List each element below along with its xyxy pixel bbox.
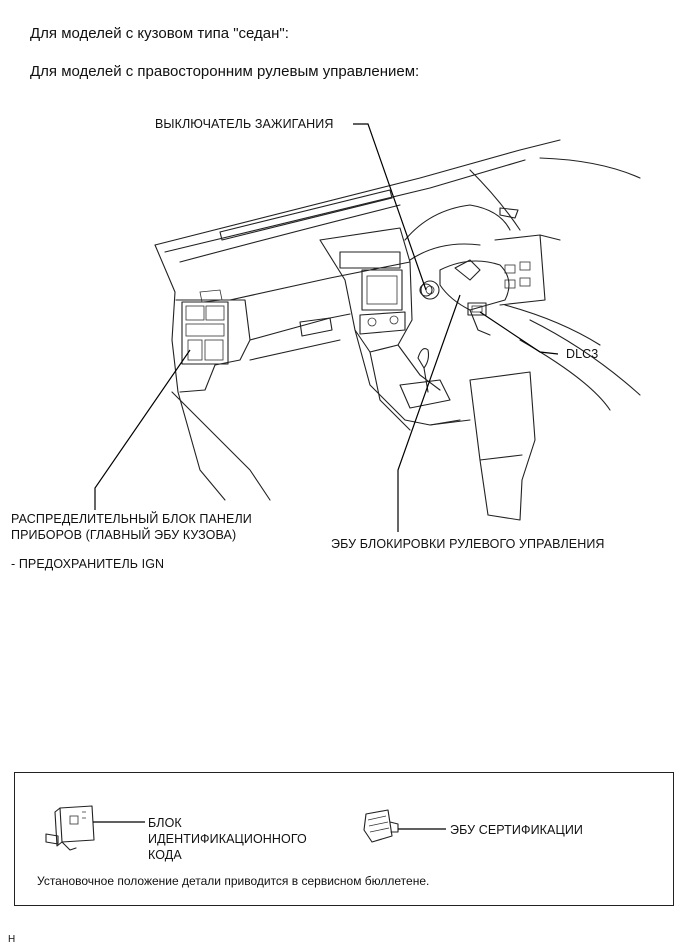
junction-block-leader [94,349,191,510]
id-code-box-icon [45,805,95,851]
junction-block-graphic [181,289,229,365]
id-code-box-label-1: БЛОК [148,816,182,830]
fuse-ign-label: - ПРЕДОХРАНИТЕЛЬ IGN [11,557,165,571]
junction-block-label-2: ПРИБОРОВ (ГЛАВНЫЙ ЭБУ КУЗОВА) [11,528,237,542]
service-bulletin-note: Установочное положение детали приводится… [37,874,430,888]
rhd-models-heading: Для моделей с правосторонним рулевым упр… [30,63,420,80]
steering-lock-ecu-label: ЭБУ БЛОКИРОВКИ РУЛЕВОГО УПРАВЛЕНИЯ [331,537,605,551]
id-code-box-label-2: ИДЕНТИФИКАЦИОННОГО [148,832,307,846]
dlc3-graphic [467,302,487,316]
ignition-switch-label: ВЫКЛЮЧАТЕЛЬ ЗАЖИГАНИЯ [155,117,334,131]
junction-block-label-1: РАСПРЕДЕЛИТЕЛЬНЫЙ БЛОК ПАНЕЛИ [11,512,252,526]
id-code-box-label-3: КОДА [148,848,182,862]
sedan-models-heading: Для моделей с кузовом типа "седан": [30,25,289,42]
steering-lock-leader [397,294,461,532]
legend-box [14,772,674,906]
figure-code: H [8,934,16,945]
dlc3-leader [479,311,559,355]
cert-ecu-icon [363,809,399,843]
ignition-switch-graphic [419,283,433,297]
ignition-switch-leader [353,123,427,291]
dlc3-label: DLC3 [566,347,599,361]
cert-ecu-label: ЭБУ СЕРТИФИКАЦИИ [450,823,583,837]
